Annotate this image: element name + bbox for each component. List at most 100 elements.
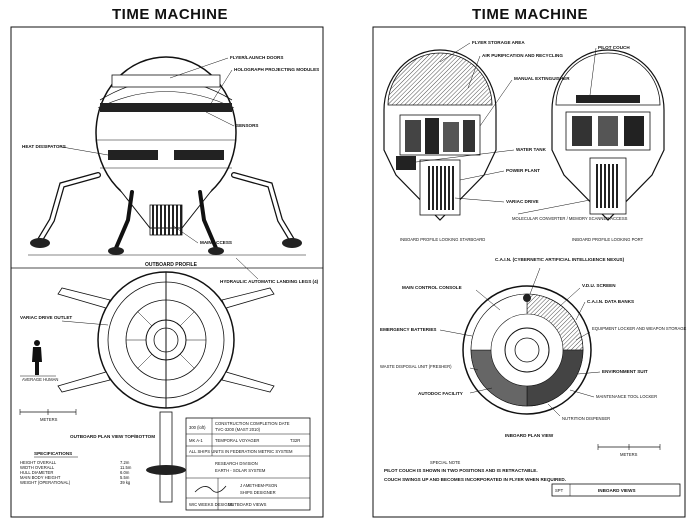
label-flyer-storage: FLYER STORAGE AREA [472,40,525,45]
console-sector [470,293,528,351]
label-waste-disposal: WASTE DISPOSAL UNIT (FRESHER) [380,364,452,369]
spec-value: 5.5m [120,475,130,480]
left-scale-bar [19,409,77,415]
right-title-block-value: INBOARD VIEWS [598,488,636,493]
left-sheet: FLYER/LAUNCH DOORS HOLOGRAPH PROJECTING … [10,26,324,518]
holograph-module-band [100,103,232,112]
label-inboard-plan-view: INBOARD PLAN VIEW [505,433,554,438]
flyer-storage-area [387,52,493,106]
label-manual-extinguisher: MANUAL EXTINGUISHER [514,76,570,81]
cain-nexus-unit [523,294,531,302]
title-block-cell: TEMPORAL VOYAGER [215,438,259,443]
spec-name: HEIGHT OVERALL [20,460,57,465]
label-nutrition-dispenser: NUTRITION DISPENSER [562,416,610,421]
equipment-rack-3 [443,122,459,152]
plan-leg-ne [221,287,275,309]
label-outboard-profile: OUTBOARD PROFILE [145,262,198,268]
right-scale-bar [597,444,661,450]
label-vdu-screen: V.D.U. SCREEN [582,283,616,288]
title-block-cell: J AMETHEM-PSON [240,483,277,488]
label-cain-data-banks: C.A.I.N. DATA BANKS [587,299,634,304]
plan-leg-se [221,371,275,393]
label-molecular-converter: MOLECULAR CONVERTER / MEMORY SCANNER ACC… [512,216,628,221]
title-block-cell: T32R [290,438,300,443]
water-tank [396,156,416,170]
title-block-cell: CONSTRUCTION COMPLETION DATE [215,421,290,426]
label-water-tank: WATER TANK [516,147,547,152]
title-block-cell: TVC-3200 (MAST 2010) [215,427,261,432]
title-block-cell: EARTH - SOLAR SYSTEM [215,468,266,473]
specifications-block: SPECIFICATIONS HEIGHT OVERALL 7.2m WIDTH… [20,451,132,485]
label-variac-drive: VARIAC DRIVE [506,199,539,204]
heat-dissipator-left [108,150,158,160]
plan-leg-nw [57,287,111,309]
main-access-hatch [149,204,183,236]
port-rack-3 [624,116,644,146]
port-rack-2 [598,116,618,146]
label-variac-drive-outlet: VARIAC DRIVE OUTLET [20,315,72,320]
title-block-cell: 300 (loft) [189,425,206,430]
landing-leg-left-inner [114,190,134,250]
title-block-cell: MK A-1 [189,438,203,443]
spec-value: 11.5m [120,465,132,470]
label-hydraulic-legs: HYDRAULIC AUTOMATIC LANDING LEGS (4) [220,279,319,284]
left-sheet-border [10,26,324,518]
spec-name: WEIGHT (OPERATIONAL) [20,480,71,485]
right-sheet: FLYER STORAGE AREA AIR PURIFICATION AND … [372,26,687,518]
left-title-block: 300 (loft) CONSTRUCTION COMPLETION DATE … [185,417,311,511]
label-inboard-port: INBOARD PROFILE LOOKING PORT [572,237,644,242]
foot-pad-3 [108,247,124,255]
label-emergency-batteries: EMERGENCY BATTERIES [380,327,437,332]
label-equipment-locker: EQUIPMENT LOCKER AND WEAPON STORAGE [592,326,687,331]
special-note-line2: COUCH SWINGS UP AND BECOMES INCORPORATED… [384,477,566,482]
left-sheet-title: TIME MACHINE [112,6,228,23]
left-scale-label: METERS [40,417,58,422]
plan-leg-sw [57,371,111,393]
label-environment-suit: ENVIRONMENT SUIT [602,369,648,374]
outboard-profile-drawing [28,56,306,256]
label-maintenance-locker: MAINTENANCE TOOL LOCKER [596,394,657,399]
label-holograph-modules: HOLOGRAPH PROJECTING MODULES [234,67,319,72]
pilot-couch [576,95,640,103]
spec-name: HULL DIAMETER [20,470,53,475]
special-note-line1: PILOT COUCH IS SHOWN IN TWO POSITIONS AN… [384,468,538,473]
title-block-cell: OUTBOARD VIEWS [228,502,267,507]
port-rack-1 [572,116,592,146]
foot-pad-4 [208,247,224,255]
human-scale-figure [20,340,56,377]
spec-value: 39 kg [120,480,131,485]
spec-value: 6.0m [120,470,130,475]
label-power-plant: POWER PLANT [506,168,540,173]
label-flyer-launch-doors: FLYER/LAUNCH DOORS [230,55,283,60]
special-note-heading: SPECIAL NOTE [430,460,461,465]
label-inboard-starboard: INBOARD PROFILE LOOKING STARBOARD [400,237,485,242]
label-cain-nexus: C.A.I.N. (CYBERNETIC ARTIFICIAL INTELLIG… [495,257,625,262]
label-heat-dissipators: HEAT DISSIPATORS [22,144,66,149]
right-title-block [551,483,681,497]
equipment-rack-4 [463,120,475,152]
specifications-heading: SPECIFICATIONS [34,451,72,456]
label-main-access: MAIN ACCESS [200,240,232,245]
heat-dissipator-right [174,150,224,160]
right-sheet-border [372,26,686,518]
spec-name: WIDTH OVERALL [20,465,55,470]
designer-signature [194,485,227,493]
title-block-cell: WIC WEEKS DESIGNS [189,502,234,507]
label-autodoc-facility: AUTODOC FACILITY [418,391,463,396]
spec-value: 7.2m [120,460,130,465]
spec-name: MAIN BODY HEIGHT [20,475,61,480]
right-title-block-label: SPT [555,488,564,493]
flyer-launch-doors [111,74,221,88]
central-core [514,337,540,363]
landing-leg-right-inner [198,190,218,250]
plan-lower-strut [159,411,173,503]
foot-pad-1 [30,238,50,248]
outboard-plan-view-drawing [57,271,275,503]
label-pilot-couch: PILOT COUCH [598,45,630,50]
right-scale-label: METERS [620,452,638,457]
inboard-profile-starboard-drawing [383,49,497,221]
title-block-cell: SHIPS DESIGNER [240,490,276,495]
inboard-profile-port-drawing [551,49,665,221]
right-sheet-title: TIME MACHINE [472,6,588,23]
